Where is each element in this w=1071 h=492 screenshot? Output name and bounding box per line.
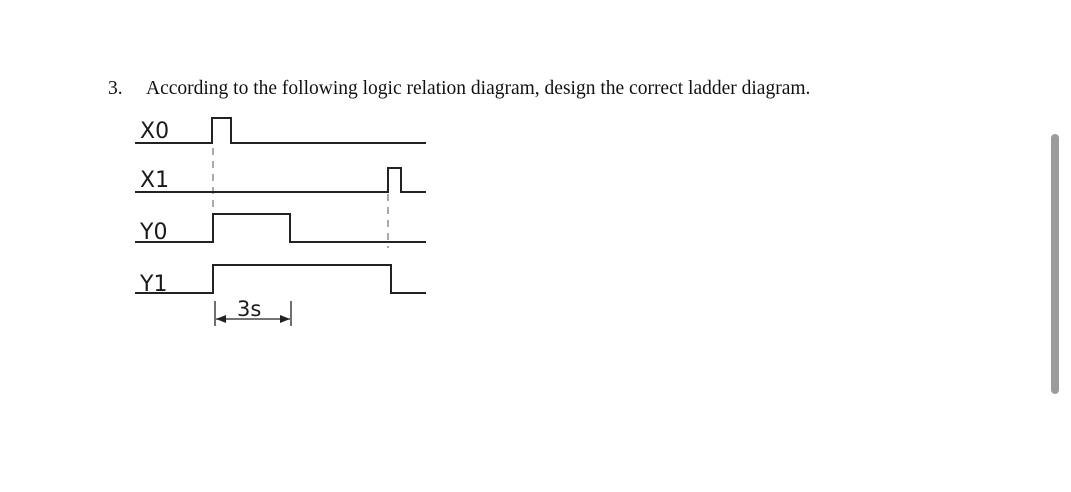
dimension-arrow-left <box>216 315 226 323</box>
timing-diagram: X0 X1 Y0 Y1 3s <box>135 117 426 326</box>
signal-label-y0: Y0 <box>139 220 167 245</box>
waveform-y1 <box>135 264 426 294</box>
waveform-x0 <box>135 117 426 144</box>
vertical-scrollbar[interactable] <box>1051 134 1059 394</box>
signal-label-x0: X0 <box>140 119 169 144</box>
dimension-arrow-right <box>280 315 290 323</box>
waveform-x1 <box>135 167 426 193</box>
signal-label-x1: X1 <box>140 168 169 193</box>
question: 3. According to the following logic relat… <box>108 76 810 102</box>
question-number: 3. <box>108 78 123 99</box>
waveform-y0 <box>135 213 426 243</box>
delay-label: 3s <box>237 297 261 321</box>
question-text: According to the following logic relatio… <box>146 78 811 99</box>
